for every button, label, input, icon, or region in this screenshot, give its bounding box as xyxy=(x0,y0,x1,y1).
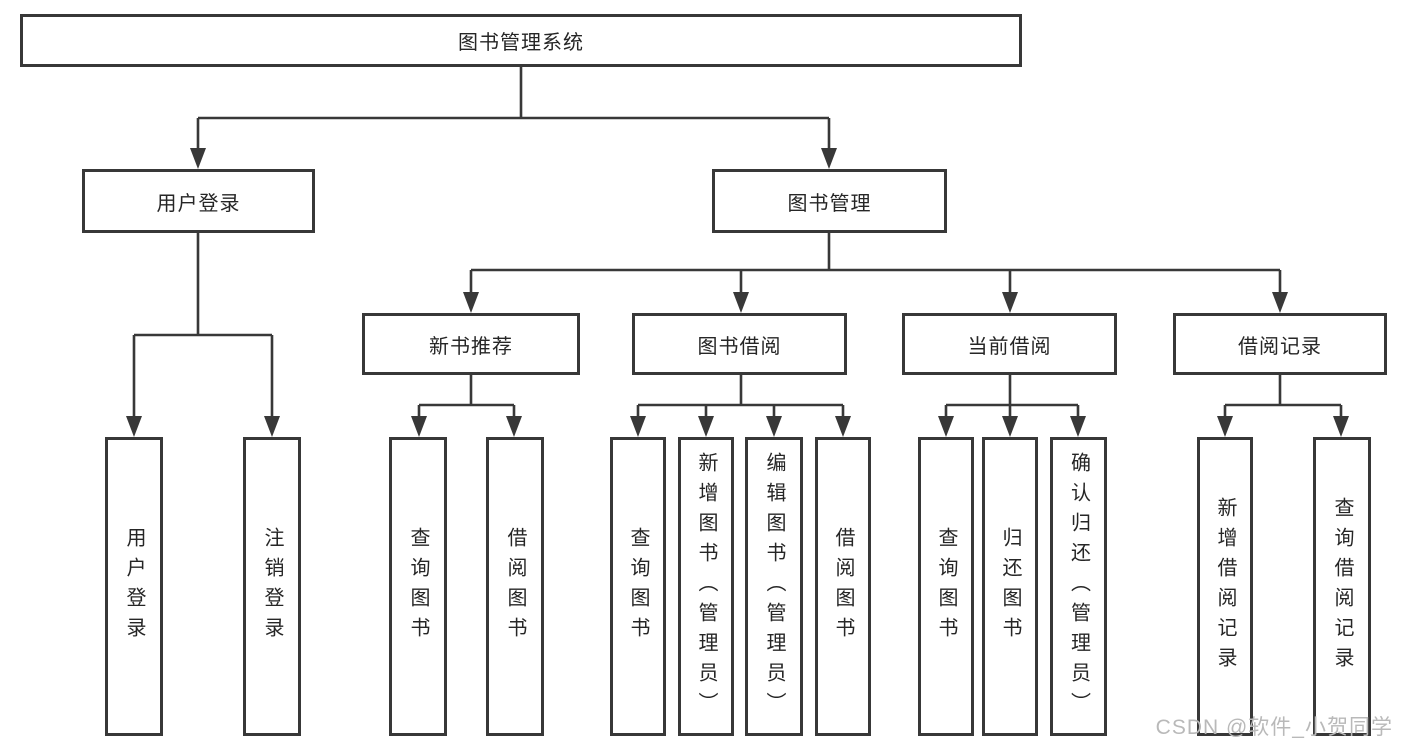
node-library-management-system: 图书管理系统 xyxy=(20,14,1022,67)
leaf-logout: 注销登录 xyxy=(243,437,301,736)
node-label: 确认归还（管理员） xyxy=(1067,451,1090,722)
leaf-query-books-current: 查询图书 xyxy=(918,437,974,736)
node-label: 用户登录 xyxy=(156,192,241,215)
leaf-borrow-books: 借阅图书 xyxy=(815,437,871,736)
leaf-query-books-recommend: 查询图书 xyxy=(389,437,447,736)
leaf-query-borrow-record: 查询借阅记录 xyxy=(1313,437,1371,736)
node-current-borrow: 当前借阅 xyxy=(902,313,1117,375)
node-new-book-recommend: 新书推荐 xyxy=(362,313,580,375)
node-label: 借阅记录 xyxy=(1238,335,1322,358)
node-label: 新增借阅记录 xyxy=(1214,496,1236,677)
node-label: 归还图书 xyxy=(999,526,1021,647)
node-label: 图书借阅 xyxy=(697,335,782,358)
node-label: 查询图书 xyxy=(935,526,957,647)
node-label: 查询图书 xyxy=(407,526,429,647)
leaf-edit-books-admin: 编辑图书（管理员） xyxy=(745,437,803,736)
node-label: 新增图书（管理员） xyxy=(695,451,717,722)
node-user-login: 用户登录 xyxy=(82,169,315,233)
node-label: 新书推荐 xyxy=(429,335,513,358)
node-book-borrow: 图书借阅 xyxy=(632,313,847,375)
node-label: 图书管理 xyxy=(787,192,872,215)
leaf-borrow-books-recommend: 借阅图书 xyxy=(486,437,544,736)
node-label: 借阅图书 xyxy=(504,526,526,647)
leaf-return-books: 归还图书 xyxy=(982,437,1038,736)
node-label: 编辑图书（管理员） xyxy=(763,451,785,722)
leaf-user-login: 用户登录 xyxy=(105,437,163,736)
node-label: 借阅图书 xyxy=(832,526,854,647)
node-label: 注销登录 xyxy=(261,526,283,647)
node-label: 用户登录 xyxy=(123,526,145,647)
leaf-add-borrow-record: 新增借阅记录 xyxy=(1197,437,1253,736)
node-borrow-records: 借阅记录 xyxy=(1173,313,1387,375)
node-book-management: 图书管理 xyxy=(712,169,947,233)
node-label: 查询图书 xyxy=(627,526,649,647)
watermark-text: CSDN @软件_小贺同学 xyxy=(1155,716,1393,739)
leaf-confirm-return-admin: 确认归还（管理员） xyxy=(1050,437,1107,736)
node-label: 当前借阅 xyxy=(967,335,1052,358)
leaf-add-books-admin: 新增图书（管理员） xyxy=(678,437,734,736)
leaf-query-books-borrow: 查询图书 xyxy=(610,437,666,736)
node-label: 查询借阅记录 xyxy=(1331,496,1353,677)
node-label: 图书管理系统 xyxy=(458,32,584,54)
